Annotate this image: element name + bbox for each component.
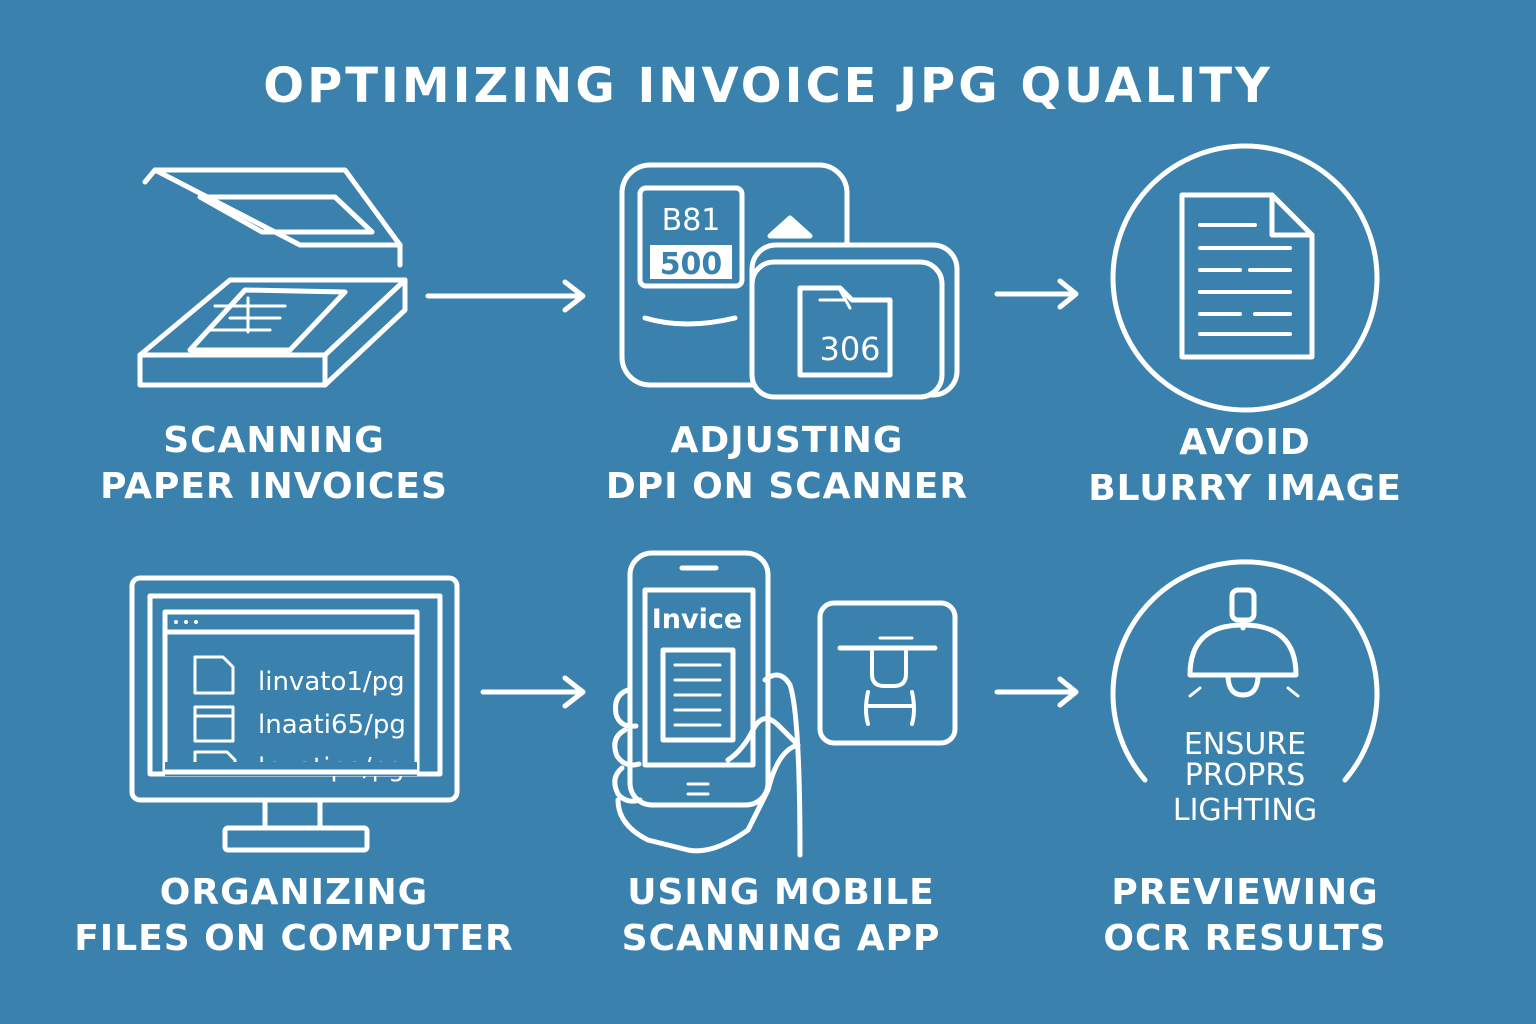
dpi-file-value: 306 (819, 330, 880, 368)
phone-screen-title: Invice (652, 604, 742, 635)
mobile-phone-icon: Invice (612, 550, 803, 858)
page-title: OPTIMIZING INVOICE JPG QUALITY (263, 58, 1273, 114)
lamp-text-3: LIGHTING (1173, 793, 1317, 828)
flatbed-scanner-icon (137, 167, 408, 388)
lamp-in-circle-icon: ENSURE PROPRS LIGHTING (1110, 559, 1380, 828)
dpi-settings-icon: B81 500 306 (619, 162, 960, 400)
dpi-display-top: B81 (662, 203, 721, 238)
document-in-circle-icon (1110, 143, 1380, 413)
lamp-text-1: ENSURE (1184, 727, 1306, 762)
lamp-text-2: PROPRS (1185, 758, 1306, 793)
computer-monitor-icon: linvato1/pg lnaati65/pg lnvatipa/pg (129, 575, 460, 853)
arrow-right-icon (425, 279, 586, 313)
arrow-right-icon (994, 278, 1079, 310)
dpi-display-value: 500 (660, 247, 723, 282)
scan-preview-icon (817, 600, 958, 746)
file-item-1: linvato1/pg (258, 667, 405, 697)
arrow-right-icon (480, 675, 586, 709)
arrow-right-icon (994, 676, 1079, 708)
file-item-2: lnaati65/pg (258, 710, 406, 740)
